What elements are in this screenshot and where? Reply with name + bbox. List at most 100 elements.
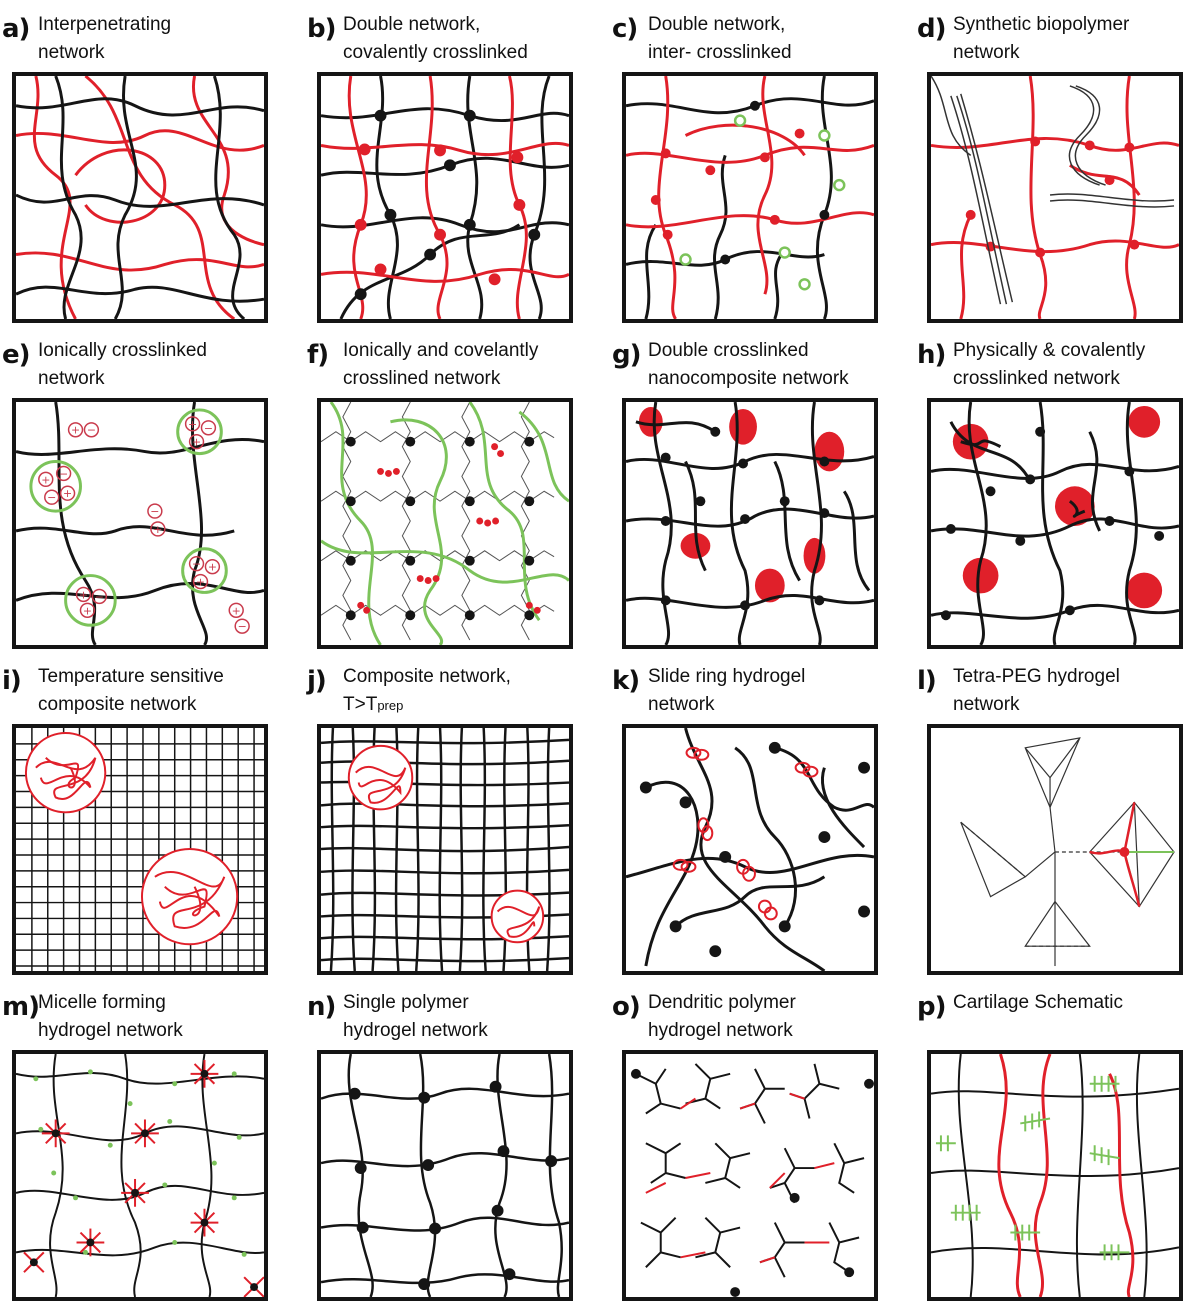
panel-o-caption: o) Dendritic polymer hydrogel network [610,978,885,1048]
svg-text:+: + [153,523,162,536]
panel-o-title-line2: hydrogel network [648,1020,793,1041]
single-polymer-hydrogel-illustration [321,1054,569,1297]
interpenetrating-network-illustration [16,76,264,319]
panel-n-letter: n) [307,992,336,1022]
panel-c-caption: c) Double network, inter- crosslinked [610,0,885,70]
svg-text:+: + [41,473,50,486]
panel-k: k) Slide ring hydrogel network [610,652,885,977]
panel-b: b) Double network, covalently crosslinke… [305,0,580,325]
panel-g-letter: g) [612,340,641,370]
panel-c-title-line2: inter- crosslinked [648,42,792,63]
panel-h-letter: h) [917,340,946,370]
panel-l-letter: l) [917,666,937,696]
panel-l-title-line2: network [953,694,1020,715]
panel-b-title-line2: covalently crosslinked [343,42,528,63]
panel-h: h) Physically & covalently crosslinked n… [915,326,1190,651]
panel-i-box [12,724,268,975]
panel-f-title-line1: Ionically and covelantly [343,340,539,361]
panel-m-box [12,1050,268,1301]
panel-j-box [317,724,573,975]
svg-text:+: + [79,588,88,601]
panel-c: c) Double network, inter- crosslinked [610,0,885,325]
panel-c-letter: c) [612,14,638,44]
panel-j-caption: j) Composite network, T>Tprep [305,652,580,722]
ionic-covalent-network-illustration [321,402,569,645]
double-network-covalent-illustration [321,76,569,319]
panel-n: n) Single polymer hydrogel network [305,978,580,1303]
svg-text:−: − [238,620,247,633]
ionically-crosslinked-network-illustration: +−−+ +−+ −++ +−+ +− −+ +− [16,402,264,645]
panel-i-caption: i) Temperature sensitive composite netwo… [0,652,275,722]
panel-d: d) Synthetic biopolymer network [915,0,1190,325]
svg-text:+: + [63,487,72,500]
micelle-forming-hydrogel-illustration [16,1054,264,1297]
panel-d-letter: d) [917,14,946,44]
tetra-peg-core-node [1119,847,1130,857]
panel-b-caption: b) Double network, covalently crosslinke… [305,0,580,70]
panel-n-title-line2: hydrogel network [343,1020,488,1041]
panel-c-box [622,72,878,323]
panel-h-title-line2: crosslinked network [953,368,1120,389]
svg-text:−: − [192,558,201,571]
svg-text:−: − [204,422,213,435]
panel-f-title-line2: crosslined network [343,368,501,389]
panel-d-title-line2: network [953,42,1020,63]
panel-a: a) Interpenetrating network [0,0,275,325]
panel-b-box [317,72,573,323]
svg-text:+: + [208,561,217,574]
panel-j: j) Composite network, T>Tprep [305,652,580,977]
panel-a-title-line1: Interpenetrating [38,14,172,35]
svg-text:−: − [150,505,159,518]
panel-e-caption: e) Ionically crosslinked network [0,326,275,396]
panel-l-box [927,724,1183,975]
panel-j-letter: j) [307,666,327,696]
panel-h-caption: h) Physically & covalently crosslinked n… [915,326,1190,396]
panel-f-caption: f) Ionically and covelantly crosslined n… [305,326,580,396]
panel-o-letter: o) [612,992,641,1022]
panel-i-letter: i) [2,666,22,696]
cartilage-schematic-illustration [931,1054,1179,1297]
panel-k-caption: k) Slide ring hydrogel network [610,652,885,722]
panel-e-box: +−−+ +−+ −++ +−+ +− −+ +− [12,398,268,649]
panel-n-caption: n) Single polymer hydrogel network [305,978,580,1048]
panel-i-title-line1: Temperature sensitive [38,666,224,687]
panel-m-title-line1: Micelle forming [38,992,166,1013]
svg-text:+: + [196,575,205,588]
panel-j-title-line2: T>Tprep [343,694,403,716]
panel-i: i) Temperature sensitive composite netwo… [0,652,275,977]
panel-n-title-line1: Single polymer [343,992,469,1013]
panel-g: g) Double crosslinked nanocomposite netw… [610,326,885,651]
panel-f-letter: f) [307,340,329,370]
svg-text:−: − [95,590,104,603]
panel-m-title-line2: hydrogel network [38,1020,183,1041]
panel-i-title-line2: composite network [38,694,197,715]
dendritic-polymer-hydrogel-illustration [630,1063,874,1297]
svg-text:+: + [83,604,92,617]
panel-m: m) Micelle forming hydrogel network [0,978,275,1303]
panel-p-letter: p) [917,992,946,1022]
panel-a-letter: a) [2,14,30,44]
panel-e-title-line1: Ionically crosslinked [38,340,207,361]
panel-l-title-line1: Tetra-PEG hydrogel [953,666,1120,687]
svg-text:−: − [47,491,56,504]
panel-g-caption: g) Double crosslinked nanocomposite netw… [610,326,885,396]
panel-e-letter: e) [2,340,31,370]
svg-text:−: − [87,424,96,437]
svg-text:+: + [188,418,197,431]
panel-h-title-line1: Physically & covalently [953,340,1146,361]
panel-j-title-line1: Composite network, [343,666,511,687]
panel-g-box [622,398,878,649]
double-crosslinked-nanocomposite-illustration [626,402,874,645]
panel-l: l) Tetra-PEG hydrogel network [915,652,1190,977]
panel-p-title-line1: Cartilage Schematic [953,992,1124,1013]
panel-d-box [927,72,1183,323]
panel-h-box [927,398,1183,649]
svg-text:+: + [232,604,241,617]
panel-m-letter: m) [2,992,40,1022]
panel-c-title-line1: Double network, [648,14,786,35]
panel-l-caption: l) Tetra-PEG hydrogel network [915,652,1190,722]
panel-m-caption: m) Micelle forming hydrogel network [0,978,275,1048]
panel-o-title-line1: Dendritic polymer [648,992,796,1013]
panel-p: p) Cartilage Schematic [915,978,1190,1303]
svg-text:+: + [192,436,201,449]
